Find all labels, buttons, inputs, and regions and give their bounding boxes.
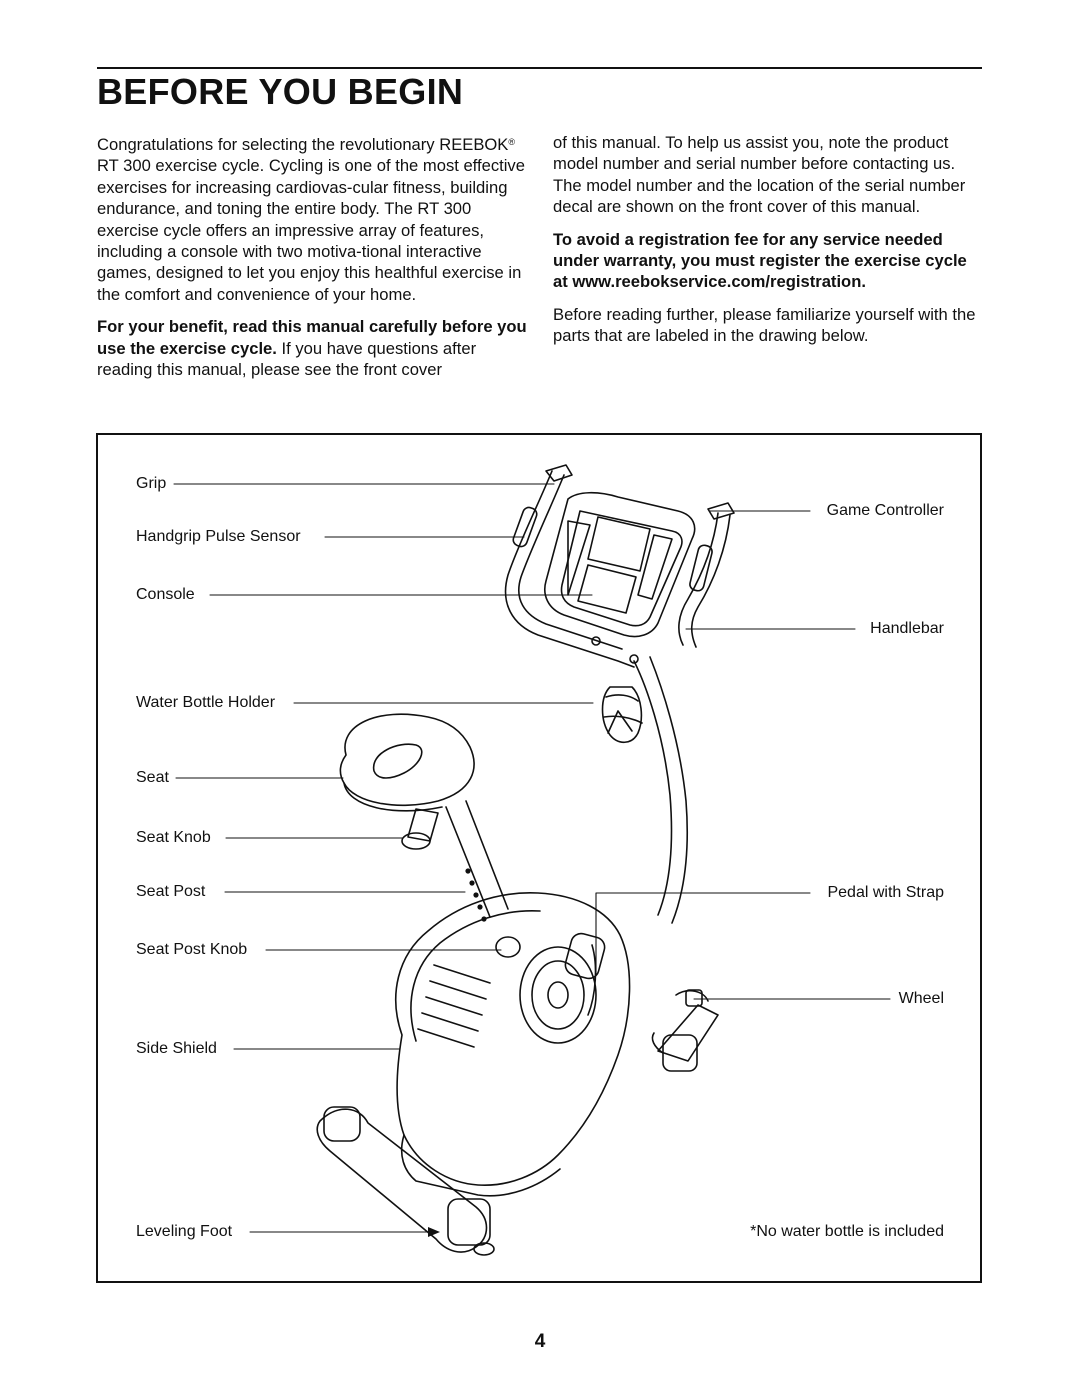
page-title: BEFORE YOU BEGIN [97,71,464,112]
label-grip: Grip [136,475,167,492]
seat-assembly [339,713,475,850]
label-seat: Seat [136,769,169,786]
label-pedal-with-strap: Pedal with Strap [827,884,944,901]
label-wheel: Wheel [898,990,944,1007]
label-console: Console [136,586,195,603]
handlebar-frame [504,464,735,668]
intro-column-right: of this manual. To help us assist you, n… [553,132,983,358]
intro-text-a: Congratulations for selecting the revolu… [97,135,509,154]
page-number: 4 [534,1331,546,1352]
familiarize-paragraph: Before reading further, please familiari… [553,304,976,346]
leader-lines [173,483,891,1233]
rear-stabilizer [651,989,719,1072]
front-stabilizer [316,1106,495,1256]
flywheel-housing [395,892,631,1197]
header-rule [97,67,982,69]
intro-text-b: RT 300 exercise cycle. Cycling is one of… [97,156,525,304]
registration-paragraph: To avoid a registration fee for any serv… [553,229,967,292]
label-handgrip-pulse-sensor: Handgrip Pulse Sensor [136,528,301,545]
seat-post [445,800,521,958]
label-seat-knob: Seat Knob [136,829,211,846]
exercise-cycle-drawing [173,464,891,1256]
label-handlebar: Handlebar [870,620,944,637]
label-side-shield: Side Shield [136,1040,217,1057]
label-game-controller: Game Controller [826,502,944,519]
label-seat-post: Seat Post [136,883,206,900]
label-water-bottle-holder: Water Bottle Holder [136,694,276,711]
read-manual-paragraph: For your benefit, read this manual caref… [97,316,527,380]
console-unit [544,491,696,638]
intro-paragraph: Congratulations for selecting the revolu… [97,132,527,305]
read-manual-bold: For your benefit, read this manual caref… [97,317,527,358]
upright-post [633,656,688,924]
water-bottle-note: *No water bottle is included [750,1223,944,1240]
registered-mark: ® [508,137,516,147]
parts-diagram: Grip Handgrip Pulse Sensor Console Water… [96,433,982,1283]
model-number-paragraph: of this manual. To help us assist you, n… [553,133,966,217]
water-bottle-holder [601,686,643,744]
read-manual-text: If you have questions after reading this… [97,338,477,380]
label-seat-post-knob: Seat Post Knob [136,941,248,958]
intro-column-left: Congratulations for selecting the revolu… [97,132,527,391]
label-leveling-foot: Leveling Foot [136,1223,233,1240]
